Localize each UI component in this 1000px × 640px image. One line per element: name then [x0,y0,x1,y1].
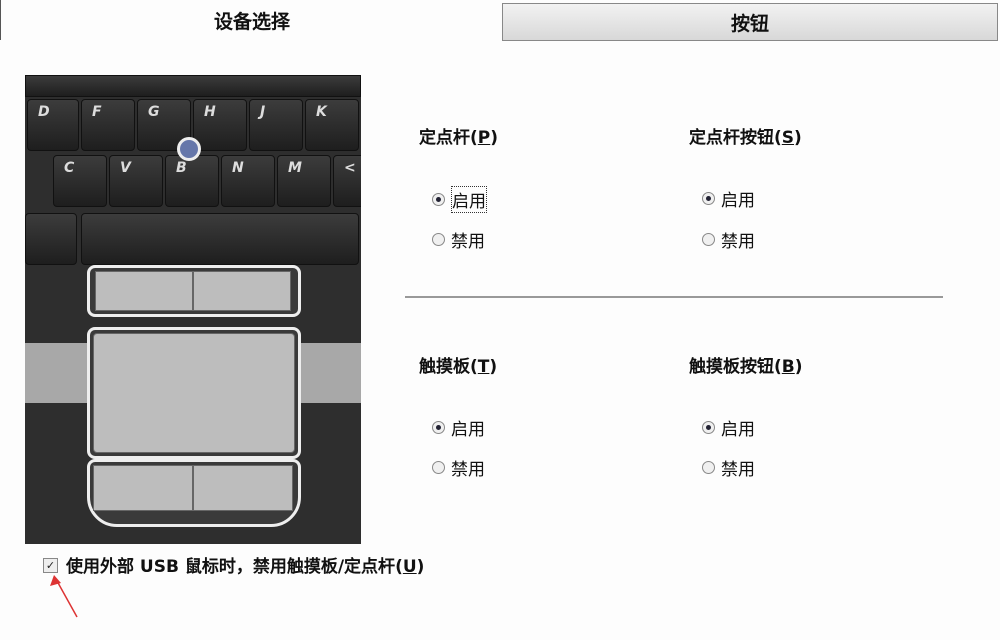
touchpad-illustration: D F G H J K C V B N M < [25,75,361,544]
key: M [277,155,331,207]
tab-device-selection[interactable]: 设备选择 [0,0,503,40]
key: B [165,155,219,207]
key: F [81,99,135,151]
pointing-stick-buttons-label: 定点杆按钮(S) [689,128,802,148]
pointing-stick-buttons-enable-radio[interactable]: 启用 [702,186,755,211]
usb-disable-label: 使用外部 USB 鼠标时，禁用触摸板/定点杆(U) [66,557,425,577]
touchpad-buttons-label: 触摸板按钮(B) [689,357,803,377]
divider [405,296,943,298]
key: H [193,99,247,151]
key: J [249,99,303,151]
pointing-stick-buttons-disable-radio[interactable]: 禁用 [702,227,755,252]
touchpad-buttons-enable-radio[interactable]: 启用 [702,415,755,440]
pointing-stick-disable-radio[interactable]: 禁用 [432,227,485,252]
touchpad-label: 触摸板(T) [419,357,498,377]
touchpad-buttons-disable-radio[interactable]: 禁用 [702,455,755,480]
touchpad-disable-radio[interactable]: 禁用 [432,455,485,480]
pointing-stick-label: 定点杆(P) [419,128,499,148]
key: V [109,155,163,207]
key: D [27,99,79,151]
pointing-stick-enable-radio[interactable]: 启用 [432,186,487,213]
tab-buttons[interactable]: 按钮 [502,3,998,41]
pointing-stick [177,137,201,161]
touchpad-enable-radio[interactable]: 启用 [432,415,485,440]
key: N [221,155,275,207]
key: < [333,155,361,207]
red-arrow-annotation [50,575,78,618]
key: K [305,99,359,151]
usb-disable-checkbox[interactable]: ✓ [43,558,58,573]
key: G [137,99,191,151]
key: C [53,155,107,207]
